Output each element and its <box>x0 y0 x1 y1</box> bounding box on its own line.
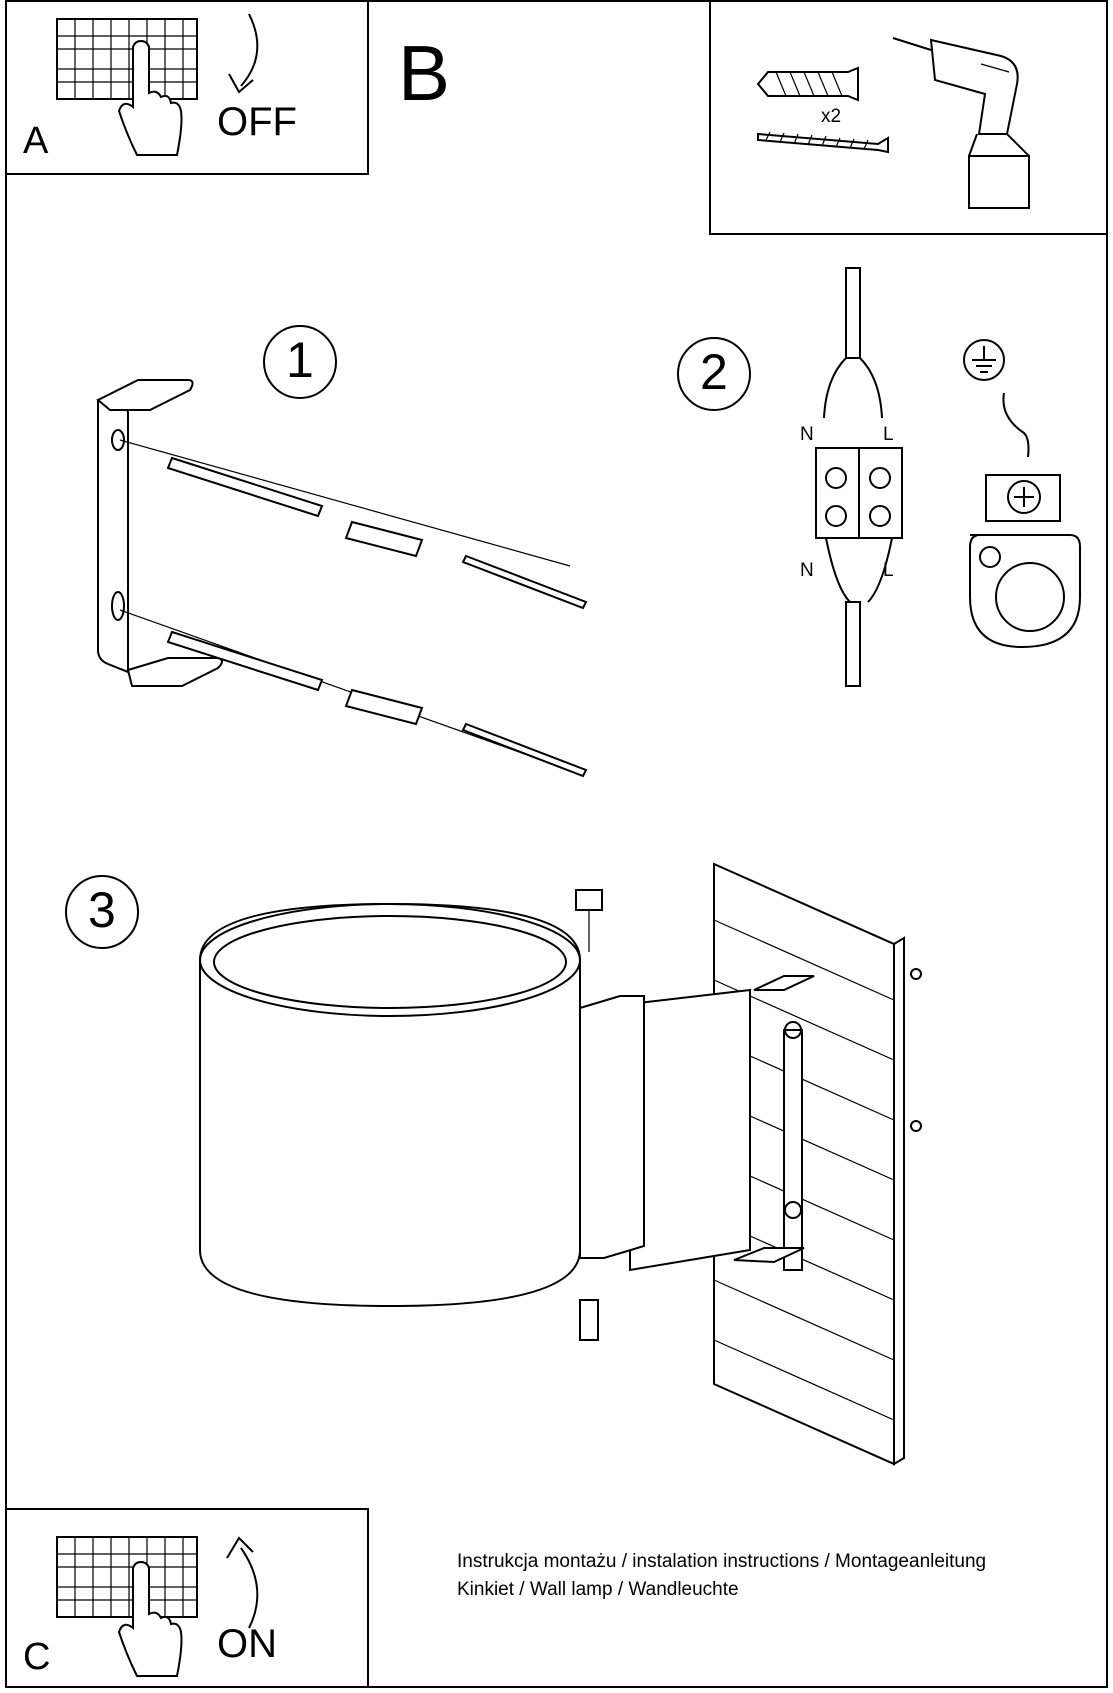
off-label: OFF <box>217 100 297 144</box>
live-bottom-label: L <box>883 560 894 581</box>
panel-c-label: C <box>23 1636 51 1678</box>
on-label: ON <box>217 1622 277 1666</box>
panel-c-power-on: C ON <box>5 1508 369 1688</box>
hand-icon <box>117 39 183 156</box>
step-3-number: 3 <box>88 882 116 938</box>
quantity-label: x2 <box>821 106 842 127</box>
instruction-sheet <box>5 0 1108 1688</box>
neutral-top-label: N <box>800 424 814 445</box>
instructions-caption: Instrukcja montażu / instalation instruc… <box>457 1548 986 1604</box>
neutral-bottom-label: N <box>800 560 814 581</box>
screw-icon <box>757 131 889 154</box>
ground-symbol-icon <box>963 339 1005 381</box>
drill-icon <box>892 37 1030 209</box>
caption-line-1: Instrukcja montażu / instalation instruc… <box>457 1551 987 1572</box>
panel-a-power-off: A OFF <box>5 0 369 175</box>
step-1-bracket-mounting <box>96 379 588 778</box>
section-b-label: B <box>398 29 451 117</box>
wall-plug-icon <box>756 66 859 102</box>
panel-a-label: A <box>23 120 49 162</box>
terminal-block-icon <box>815 267 903 687</box>
ground-terminal <box>969 392 1081 649</box>
step-1-number: 1 <box>286 332 314 388</box>
wall-lamp-assembly <box>199 862 922 1466</box>
hand-icon <box>117 1560 183 1677</box>
live-top-label: L <box>883 424 894 445</box>
step-3-circle <box>65 875 139 949</box>
curved-arrow-icon <box>226 1536 259 1629</box>
step-2-circle <box>677 337 751 411</box>
caption-line-2: Kinkiet / Wall lamp / Wandleuchte <box>457 1579 739 1600</box>
panel-b-tools: x2 <box>709 0 1108 235</box>
step-1-circle <box>263 325 337 399</box>
curved-arrow-icon <box>228 13 259 94</box>
circuit-breaker-icon <box>56 18 198 100</box>
step-2-number: 2 <box>700 344 728 400</box>
